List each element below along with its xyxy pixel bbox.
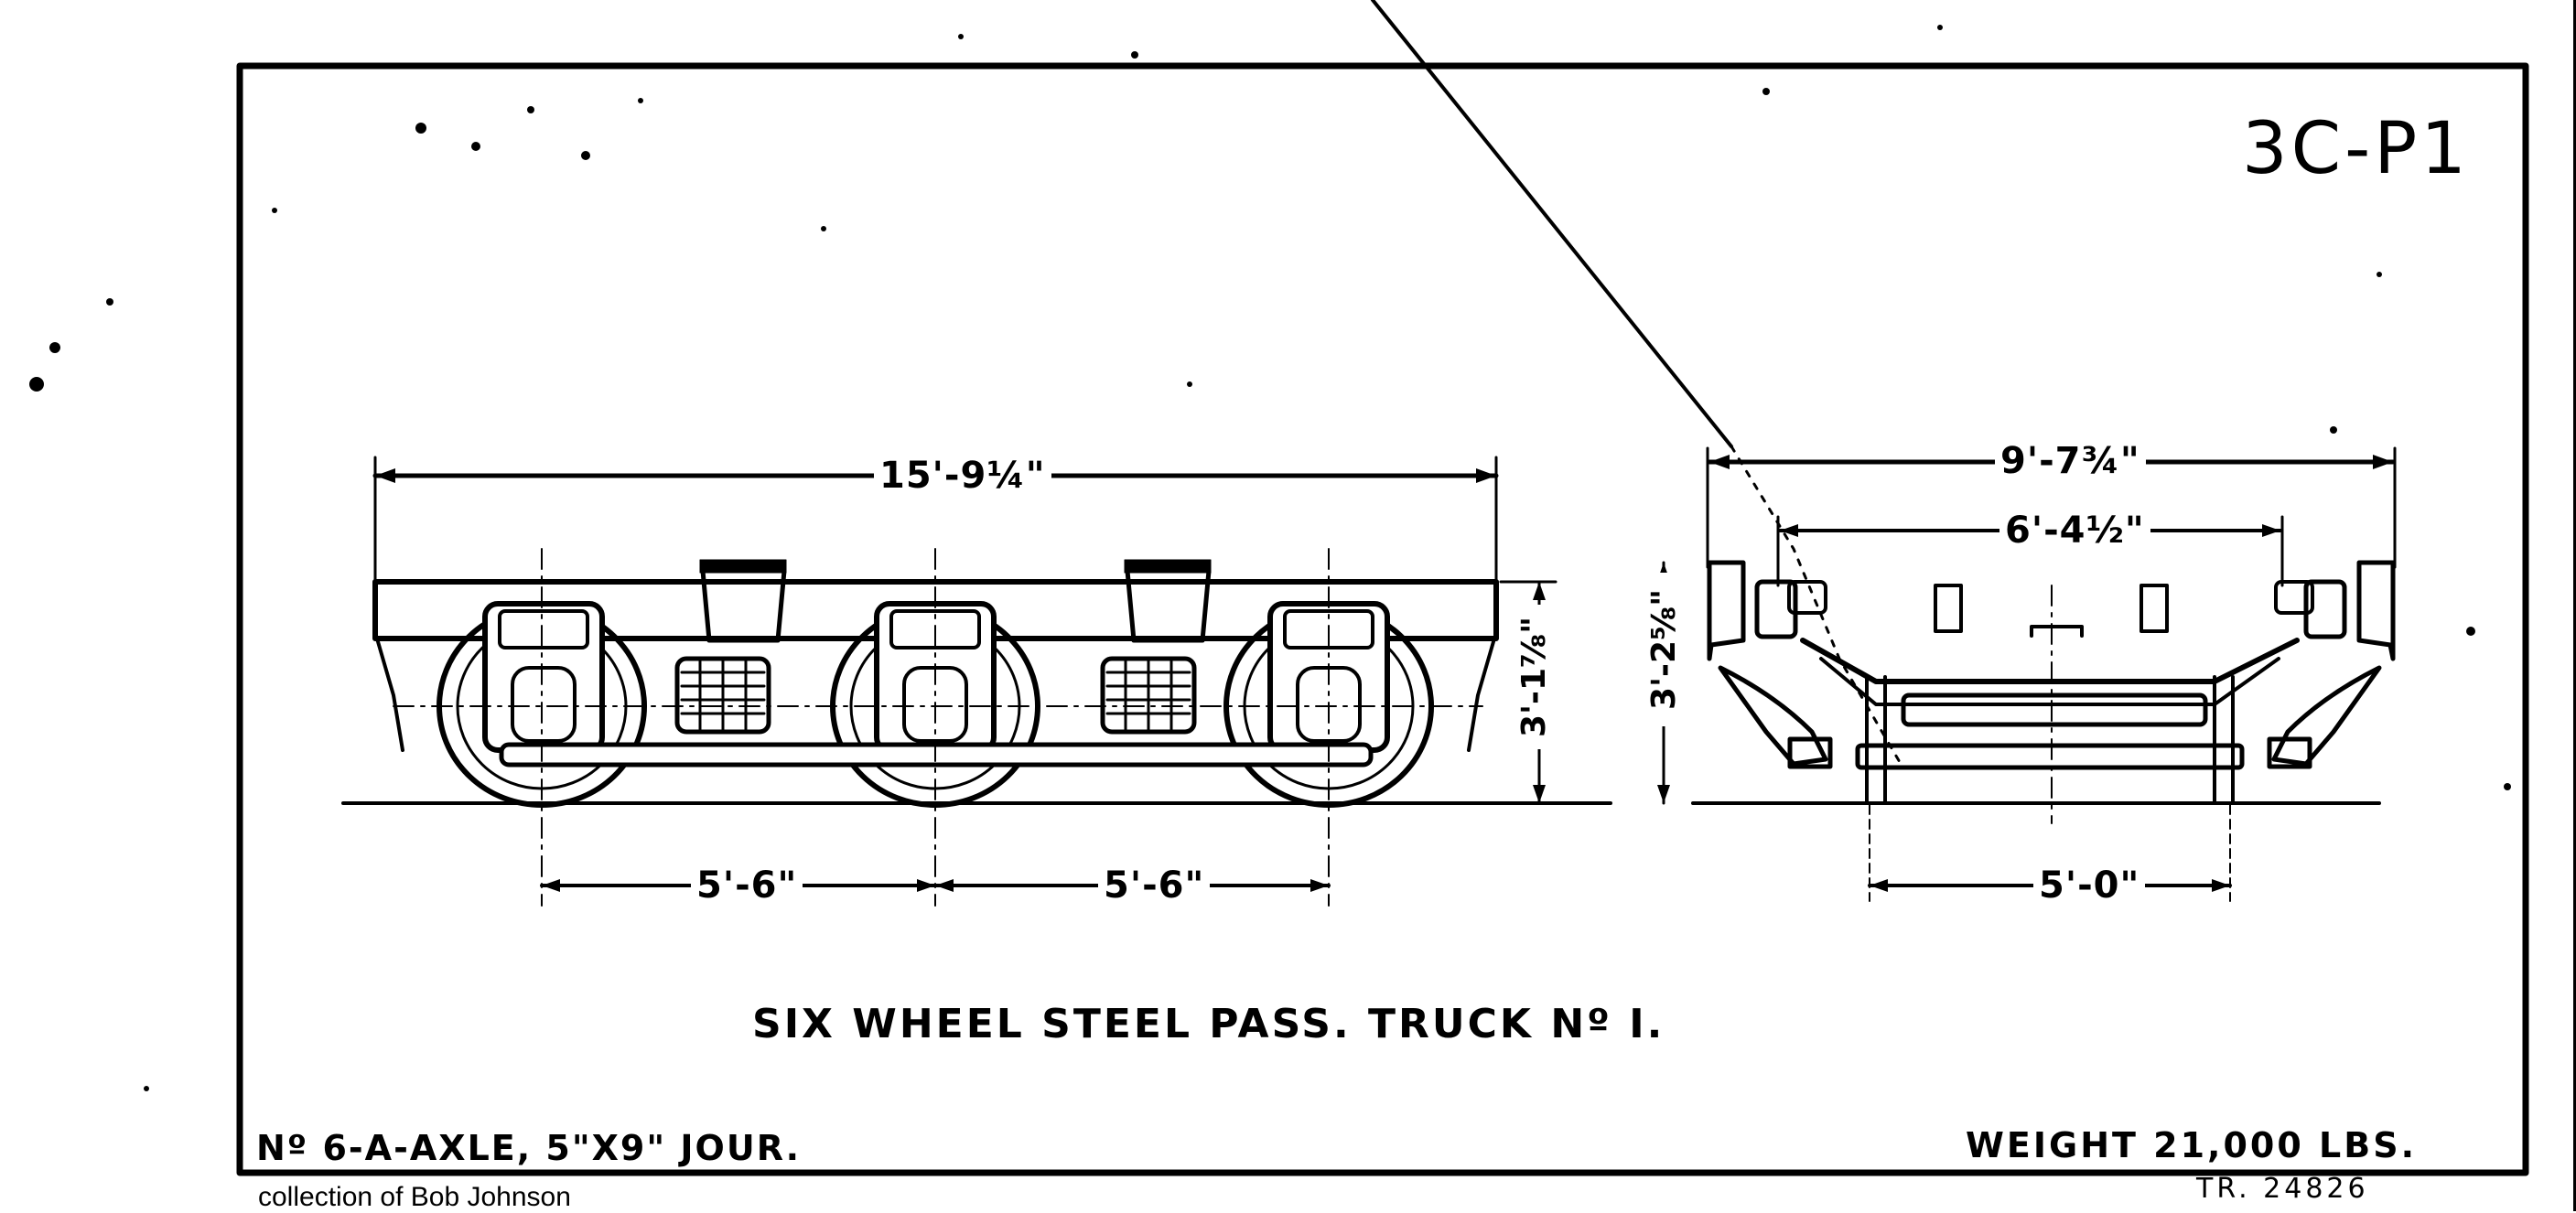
collection-credit: collection of Bob Johnson <box>258 1182 571 1212</box>
frame-height-dimension: 3'-1⅞" <box>1515 605 1553 749</box>
overall-length-dimension: 15'-9¼" <box>874 456 1051 496</box>
wheelbase-2-dimension: 5'-6" <box>1098 865 1211 906</box>
drawing-title: SIX WHEEL STEEL PASS. TRUCK Nº I. <box>752 1001 1665 1047</box>
weight-note: WEIGHT 21,000 LBS. <box>1966 1125 2418 1165</box>
paper-speckle <box>29 25 2528 1091</box>
end-frame-width-dimension: 6'-4½" <box>1999 510 2150 551</box>
pedestal-1 <box>482 601 605 753</box>
side-elevation <box>341 456 1612 907</box>
end-elevation <box>1657 446 2397 902</box>
axle-journal-note: Nº 6-A-AXLE, 5"X9" JOUR. <box>256 1128 802 1168</box>
spring-nest-2 <box>1100 656 1197 735</box>
end-overall-width-dimension: 9'-7¾" <box>1995 441 2146 481</box>
wheelbase-1-dimension: 5'-6" <box>691 865 803 906</box>
end-height-dimension: 3'-2⅝" <box>1645 573 1683 726</box>
spring-nest-1 <box>674 656 771 735</box>
drawing-id-label: 3C-P1 <box>2242 108 2470 190</box>
tracing-number: TR. 24826 <box>2196 1173 2369 1205</box>
track-gauge-dimension: 5'-0" <box>2033 865 2146 906</box>
sheet-border <box>236 62 2529 1176</box>
crease-line <box>1371 0 1733 448</box>
